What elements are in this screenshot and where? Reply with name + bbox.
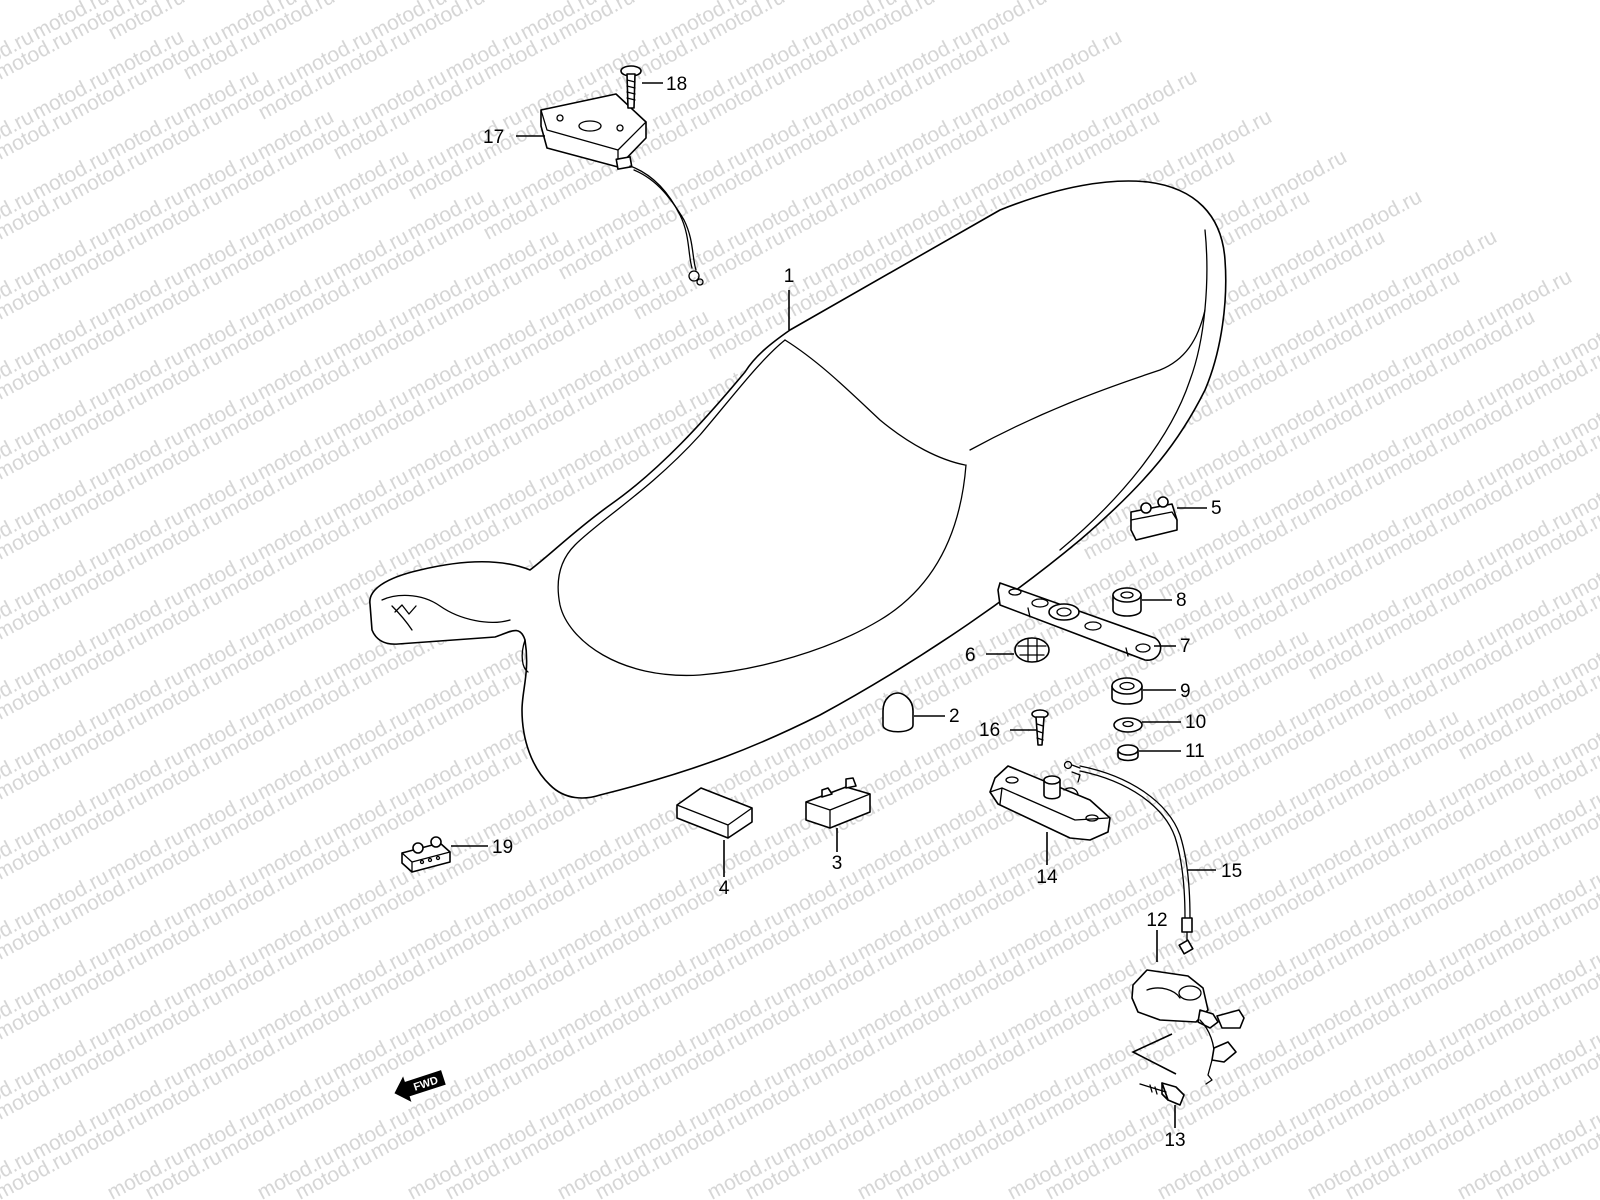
lock-part-12 [1131, 969, 1245, 1085]
cable-part-15 [1063, 760, 1194, 955]
seat-part [369, 180, 1227, 799]
nut-part-11 [1117, 744, 1139, 762]
leader-lines [451, 82, 1216, 1128]
callout-9: 9 [1180, 681, 1191, 702]
pad-part-4 [676, 787, 753, 839]
screw-part-16 [1031, 709, 1049, 746]
cushion-part-2 [882, 692, 914, 733]
screw-part-18 [620, 65, 642, 109]
callout-6: 6 [965, 645, 976, 666]
callout-11: 11 [1185, 741, 1205, 762]
grommet-part-6 [1014, 637, 1050, 663]
cushion-part-3 [805, 777, 871, 829]
callout-labels: 1 2 3 4 5 6 7 8 9 10 11 12 13 14 15 16 1… [483, 74, 1242, 1151]
callout-5: 5 [1211, 498, 1222, 519]
callout-13: 13 [1164, 1130, 1185, 1151]
callout-15: 15 [1221, 861, 1242, 882]
screw-part-13 [1139, 1082, 1185, 1106]
bracket-part-7 [997, 582, 1162, 661]
callout-10: 10 [1185, 712, 1206, 733]
washer-part-10 [1113, 717, 1143, 733]
callout-3: 3 [832, 853, 843, 874]
cushion-part-19 [401, 836, 451, 873]
bushing-part-9 [1111, 677, 1143, 705]
callout-17: 17 [483, 127, 504, 148]
callout-4: 4 [719, 878, 730, 899]
callout-1: 1 [784, 266, 795, 287]
grommet-part-8 [1112, 587, 1142, 617]
callout-14: 14 [1036, 867, 1058, 888]
cushion-part-5 [1130, 496, 1178, 541]
callout-18: 18 [666, 74, 687, 95]
switch-part-17 [540, 93, 704, 286]
callout-16: 16 [979, 720, 1000, 741]
callout-8: 8 [1176, 590, 1187, 611]
callout-7: 7 [1180, 636, 1191, 657]
callout-19: 19 [492, 837, 513, 858]
latch-part-14 [989, 765, 1111, 841]
callout-2: 2 [949, 706, 960, 727]
callout-12: 12 [1146, 910, 1167, 931]
forward-arrow-icon: FWD [394, 1070, 446, 1102]
